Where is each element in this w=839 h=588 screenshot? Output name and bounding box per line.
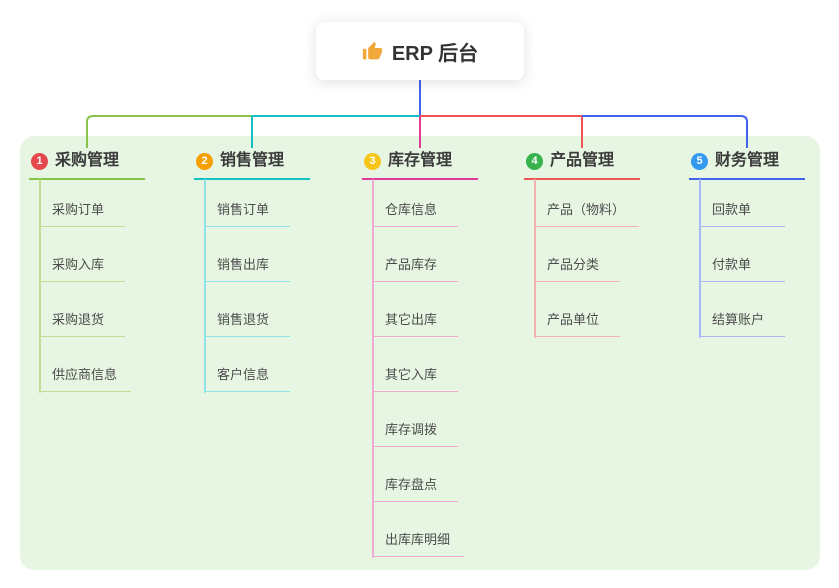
branch-number-badge: 2: [196, 152, 213, 170]
branch-header-3[interactable]: 3 库存管理: [362, 148, 478, 180]
child-node[interactable]: 产品单位: [534, 311, 620, 337]
child-node[interactable]: 产品分类: [534, 256, 620, 282]
connector-path: [582, 115, 748, 148]
branch-5: 5 财务管理回款单付款单结算账户: [689, 148, 805, 338]
child-node[interactable]: 供应商信息: [39, 366, 132, 392]
branch-header-2[interactable]: 2 销售管理: [194, 148, 310, 180]
branch-number-badge: 4: [526, 152, 543, 170]
connector-path: [86, 115, 252, 148]
child-node[interactable]: 仓库信息: [372, 201, 458, 227]
branches-panel: [20, 136, 820, 570]
branch-4: 4 产品管理产品（物料） 产品分类产品单位: [524, 148, 640, 338]
child-node[interactable]: 回款单: [699, 201, 785, 227]
branch-2: 2 销售管理销售订单销售出库销售退货客户信息: [194, 148, 310, 393]
child-node[interactable]: 其它出库: [372, 311, 458, 337]
branch-number-badge: 5: [691, 152, 708, 170]
branch-children-line: [699, 179, 701, 338]
child-node[interactable]: 采购入库: [39, 256, 125, 282]
child-node[interactable]: 产品（物料）: [534, 201, 640, 227]
child-node[interactable]: 结算账户: [699, 311, 785, 337]
branch-children-line: [39, 179, 41, 393]
branch-header-4[interactable]: 4 产品管理: [524, 148, 640, 180]
child-node[interactable]: 付款单: [699, 256, 785, 282]
child-node[interactable]: 采购订单: [39, 201, 125, 227]
branch-label: 采购管理: [55, 152, 120, 169]
child-node[interactable]: 库存调拨: [372, 421, 458, 447]
branch-3: 3 库存管理仓库信息产品库存其它出库其它入库库存调拨库存盘点出库库明细: [362, 148, 478, 558]
child-node[interactable]: 产品库存: [372, 256, 458, 282]
branch-children-line: [534, 179, 536, 338]
thumbs-up-icon: [362, 41, 383, 62]
child-node[interactable]: 销售出库: [204, 256, 290, 282]
child-node[interactable]: 其它入库: [372, 366, 458, 392]
connector-path: [251, 115, 420, 148]
child-node[interactable]: 客户信息: [204, 366, 290, 392]
root-node[interactable]: ERP 后台: [316, 22, 524, 80]
child-node[interactable]: 采购退货: [39, 311, 125, 337]
child-node[interactable]: 库存盘点: [372, 476, 458, 502]
branch-label: 库存管理: [388, 152, 453, 169]
branch-label: 销售管理: [220, 152, 285, 169]
branch-label: 财务管理: [715, 152, 780, 169]
child-node[interactable]: 销售退货: [204, 311, 290, 337]
branch-label: 产品管理: [550, 152, 615, 169]
branch-header-1[interactable]: 1 采购管理: [29, 148, 145, 180]
branch-children-line: [204, 179, 206, 393]
branch-children-line: [372, 179, 374, 558]
branch-1: 1 采购管理采购订单采购入库采购退货供应商信息: [29, 148, 145, 393]
connector-path: [420, 115, 583, 148]
branch-number-badge: 1: [31, 152, 48, 170]
child-node[interactable]: 出库库明细: [372, 531, 465, 557]
child-node[interactable]: 销售订单: [204, 201, 290, 227]
branch-number-badge: 3: [364, 152, 381, 170]
root-label: ERP 后台: [391, 42, 479, 65]
branch-header-5[interactable]: 5 财务管理: [689, 148, 805, 180]
